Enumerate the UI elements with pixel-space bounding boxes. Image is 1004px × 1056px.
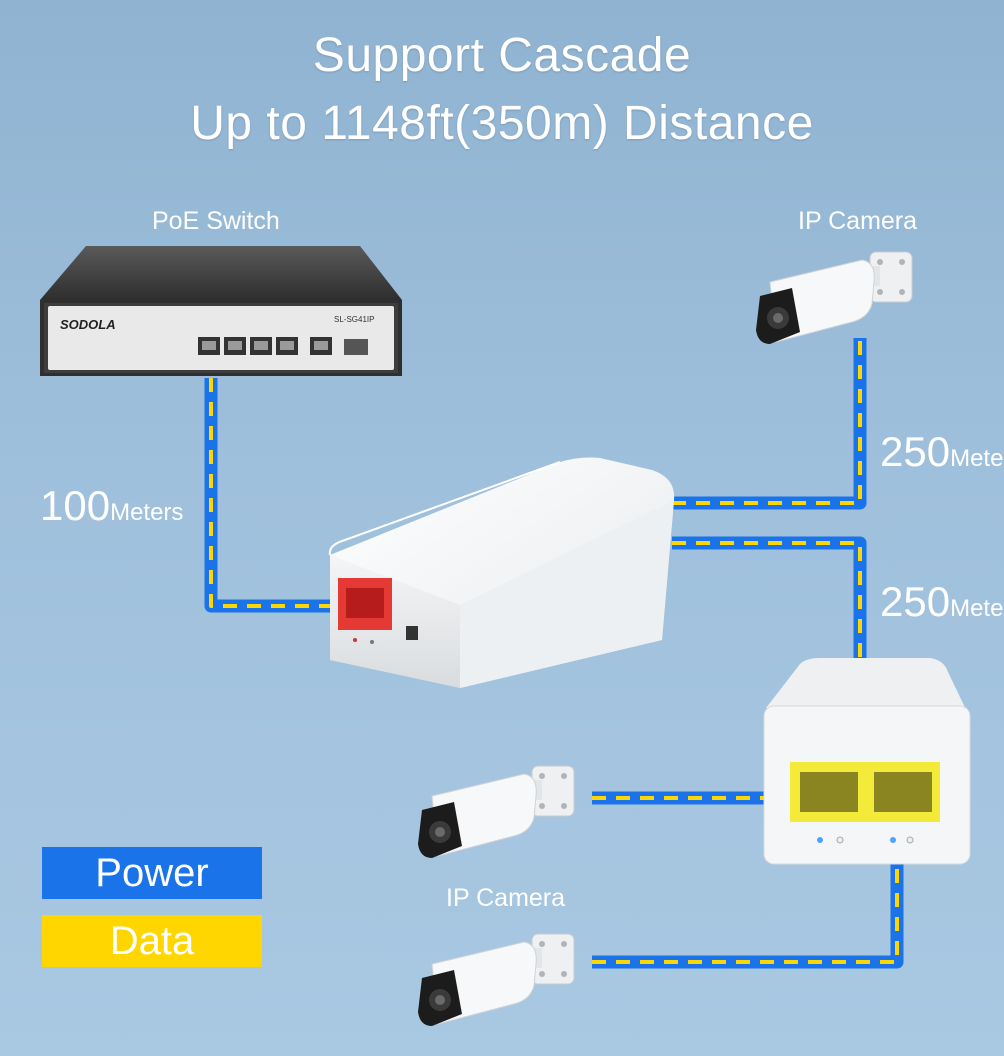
- switch-brand: SODOLA: [60, 317, 116, 332]
- legend-power: Power: [42, 847, 262, 899]
- distance-segment-1: 100Meters: [40, 482, 183, 530]
- distance-3-unit: Mete: [950, 595, 1004, 622]
- ip-camera-bottom-label: IP Camera: [446, 884, 566, 912]
- poe-extender-1: [328, 457, 675, 688]
- ip-camera-top: [755, 251, 913, 345]
- title-line-2: Up to 1148ft(350m) Distance: [190, 97, 814, 150]
- legend-data: Data: [42, 915, 262, 967]
- distance-segment-2: 250Mete: [880, 428, 1003, 476]
- distance-1-unit: Meters: [110, 499, 184, 526]
- distance-1-value: 100: [40, 482, 111, 529]
- distance-2-value: 250: [880, 428, 951, 475]
- distance-segment-3: 250Mete: [880, 578, 1003, 626]
- ip-camera-top-label: IP Camera: [798, 207, 918, 235]
- ip-camera-middle: [417, 765, 575, 859]
- title-line-1: Support Cascade: [312, 29, 692, 82]
- switch-model: SL-SG41IP: [334, 315, 374, 324]
- poe-switch: SODOLA SL-SG41IP: [40, 246, 402, 376]
- distance-2-unit: Mete: [950, 445, 1004, 472]
- poe-extender-2: [763, 658, 971, 865]
- ip-camera-bottom: [417, 933, 575, 1027]
- distance-3-value: 250: [880, 578, 951, 625]
- poe-switch-label: PoE Switch: [152, 207, 280, 235]
